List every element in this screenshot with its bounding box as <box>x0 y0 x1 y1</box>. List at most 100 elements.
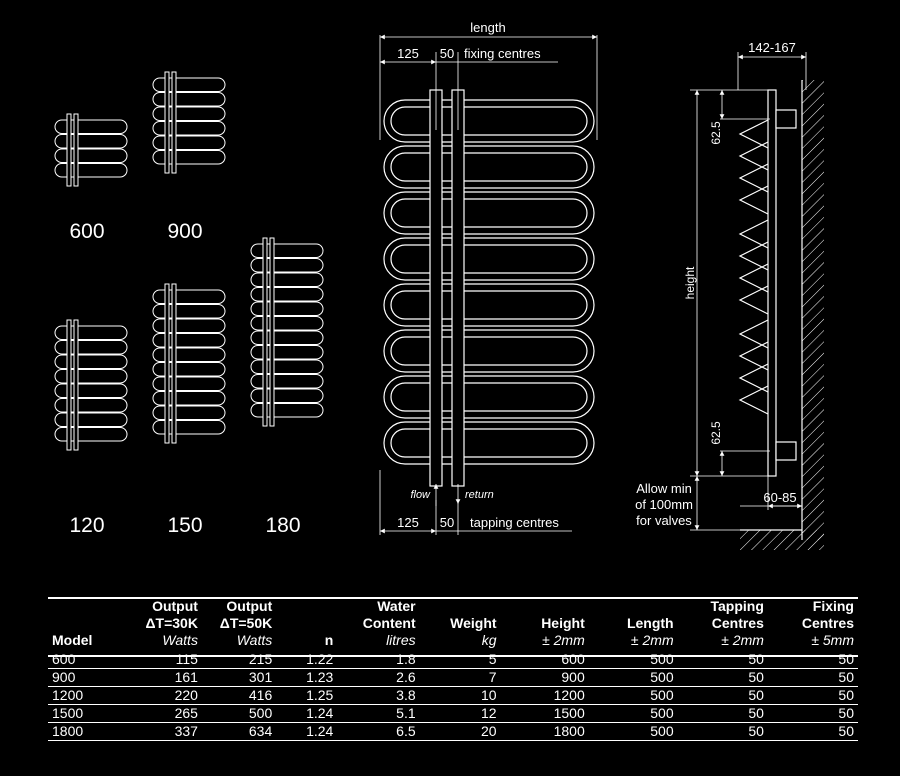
column-header: Length± 2mm <box>626 615 674 648</box>
table-cell: 1800 <box>48 722 128 741</box>
model-label: 900 <box>167 220 202 243</box>
front-loop-inner <box>390 106 588 136</box>
table-cell: 1.24 <box>276 722 338 741</box>
front-loop <box>383 375 595 419</box>
model-label: 120 <box>69 514 104 537</box>
front-loop-inner <box>390 152 588 182</box>
thumbnail-loop <box>152 150 226 165</box>
front-view-tubes <box>429 89 465 487</box>
table-cell: 50 <box>767 686 858 705</box>
table-cell: 900 <box>500 668 589 687</box>
side-zigzag <box>738 219 769 249</box>
front-loop <box>383 421 595 465</box>
side-zigzag <box>738 263 769 293</box>
table-cell: 50 <box>767 668 858 687</box>
side-zigzag <box>738 119 769 149</box>
table-cell: 50 <box>767 722 858 741</box>
table-cell: 600 <box>500 651 589 669</box>
side-zigzag <box>738 285 769 315</box>
table-cell: 1.22 <box>276 651 338 669</box>
table-cell: 1500 <box>500 704 589 723</box>
thumbnail-tube <box>164 71 170 174</box>
height-label: height <box>683 266 697 299</box>
side-zigzag <box>738 319 769 349</box>
side-zigzag <box>738 385 769 415</box>
table-cell: 20 <box>419 722 501 741</box>
model-thumbnail: 120 <box>54 319 128 537</box>
table-top-rule <box>48 597 858 599</box>
table-cell: 12 <box>419 704 501 723</box>
table-cell: 1.8 <box>337 651 420 669</box>
table-cell: 500 <box>588 722 678 741</box>
table-cell: 50 <box>677 668 768 687</box>
front-loop <box>383 283 595 327</box>
table-cell: 337 <box>127 722 202 741</box>
floor-hatch <box>740 530 824 550</box>
model-thumbnail: 600 <box>54 113 128 243</box>
table-cell: 500 <box>588 704 678 723</box>
table-cell: 6.5 <box>337 722 420 741</box>
thumbnail-loop <box>250 403 324 418</box>
table-cell: 50 <box>767 704 858 723</box>
thumbnail-loop <box>250 287 324 302</box>
flow-label: flow <box>410 489 431 501</box>
thumbnail-loop <box>250 374 324 389</box>
front-loop-inner <box>390 290 588 320</box>
side-profile <box>738 89 797 477</box>
table-cell: 220 <box>127 686 202 705</box>
thumbnail-tube <box>164 283 170 444</box>
tapping-left-dimension: 125 <box>397 515 419 530</box>
table-cell: 500 <box>588 668 678 687</box>
side-zigzag <box>738 241 769 271</box>
thumbnail-loop <box>54 412 128 427</box>
bottom-offset-dimension: 62.5 <box>709 421 723 445</box>
front-loop-inner <box>390 244 588 274</box>
thumbnail-loop <box>54 148 128 163</box>
table-cell: 500 <box>201 704 277 723</box>
thumbnail-loop <box>250 359 324 374</box>
thumbnail-tube <box>73 319 79 451</box>
column-header: n <box>324 632 334 648</box>
table-cell: 10 <box>419 686 501 705</box>
model-thumbnail: 900 <box>152 71 226 243</box>
thumbnail-loop <box>250 330 324 345</box>
table-cell: 600 <box>48 651 128 669</box>
table-cell: 50 <box>677 704 768 723</box>
thumbnail-loop <box>152 106 226 121</box>
thumbnail-loop <box>250 345 324 360</box>
front-loop <box>383 191 595 235</box>
front-loop <box>383 237 595 281</box>
wall-hatch <box>802 80 824 540</box>
table-cell: 115 <box>127 651 202 669</box>
thumbnail-loop <box>250 301 324 316</box>
table-cell: 50 <box>677 651 768 669</box>
fixing-gap-dimension: 50 <box>440 46 454 61</box>
length-label: length <box>470 20 505 35</box>
thumbnail-loop <box>250 243 324 258</box>
thumbnail-loop <box>54 369 128 384</box>
front-loop-inner <box>390 336 588 366</box>
table-cell: 1200 <box>500 686 589 705</box>
model-label: 150 <box>167 514 202 537</box>
thumbnail-tube <box>73 113 79 187</box>
thumbnail-tube <box>171 71 177 174</box>
thumbnail-loop <box>152 391 226 406</box>
thumbnail-loop <box>152 333 226 348</box>
tapping-gap-dimension: 50 <box>440 515 454 530</box>
thumbnail-loop <box>54 163 128 178</box>
thumbnail-tube <box>262 237 268 427</box>
thumbnail-loop <box>152 318 226 333</box>
thumbnail-loop <box>152 289 226 304</box>
table-cell: 1.24 <box>276 704 338 723</box>
valve-note-line-3: for valves <box>636 513 692 528</box>
side-zigzag <box>738 141 769 171</box>
front-loop-inner <box>390 382 588 412</box>
